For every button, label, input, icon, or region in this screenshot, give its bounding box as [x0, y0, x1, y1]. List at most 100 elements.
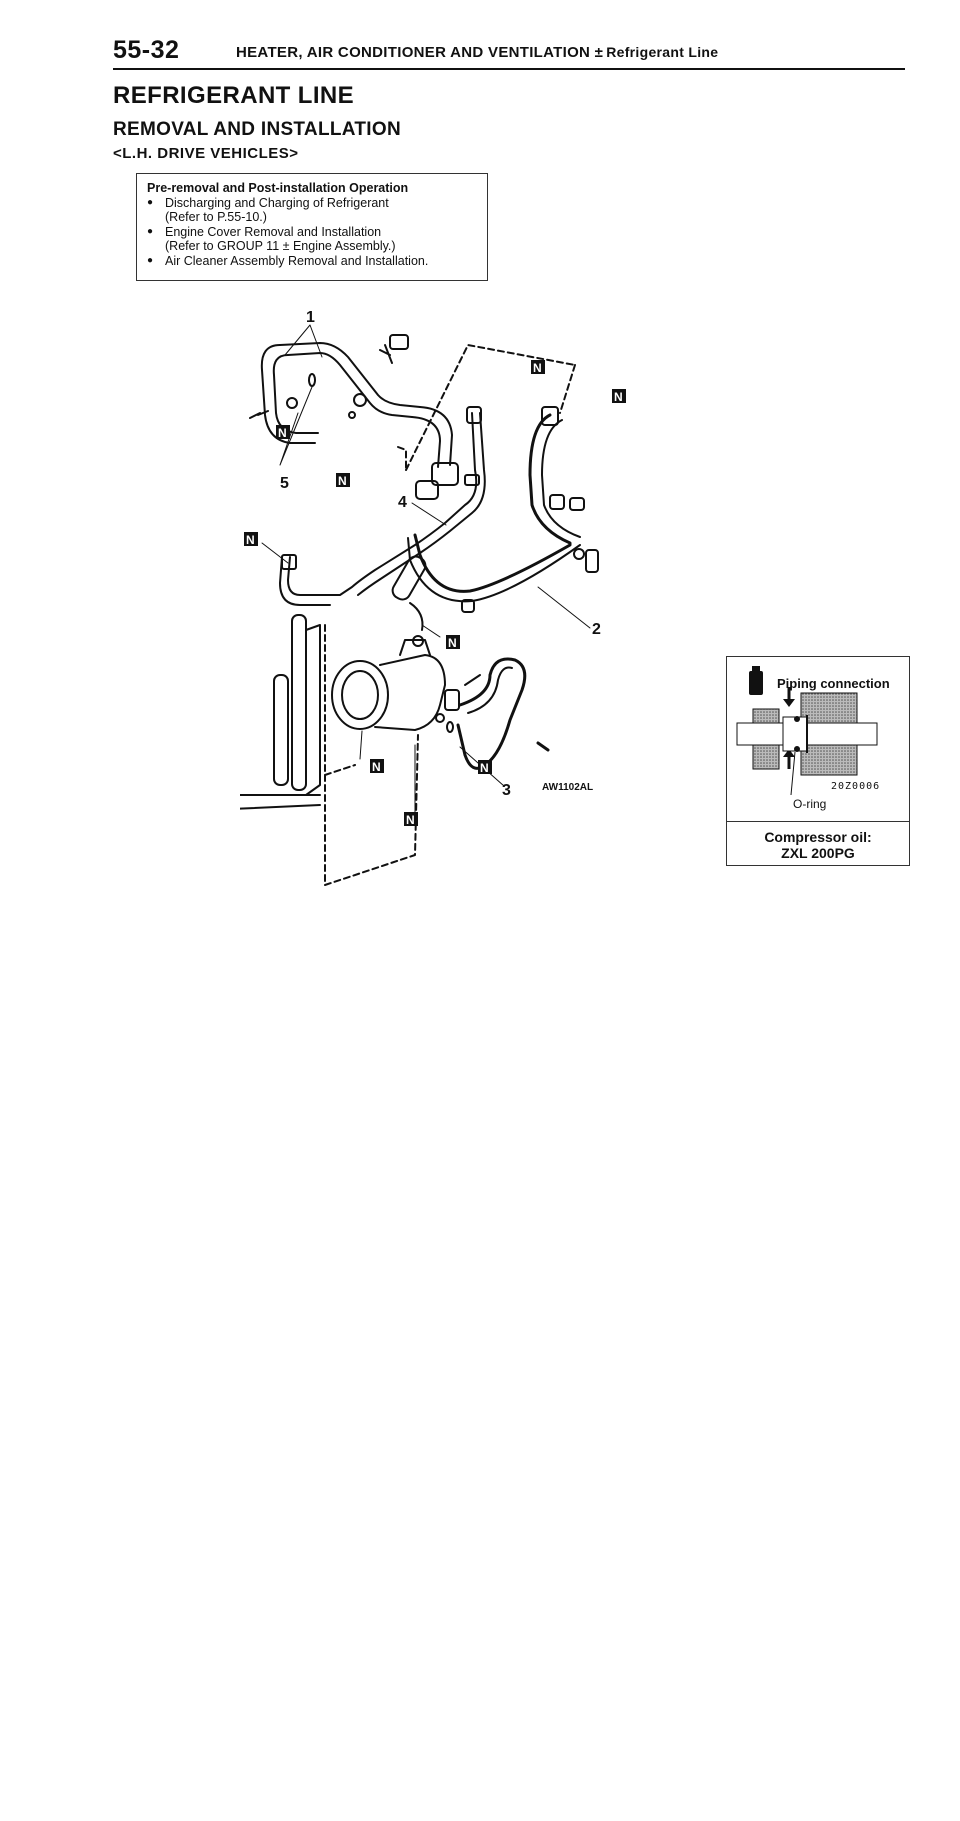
svg-text:N: N — [533, 361, 542, 375]
condenser-tank — [291, 614, 307, 791]
fitting — [353, 393, 367, 407]
compressor-oil-label: Compressor oil: — [764, 829, 872, 845]
pre-removal-item: Engine Cover Removal and Installation — [147, 225, 477, 240]
section-subtitle: REMOVAL AND INSTALLATION — [113, 119, 401, 140]
arrow-down-icon — [783, 699, 795, 707]
page-number: 55-32 — [113, 36, 180, 64]
oil-can-icon — [749, 666, 763, 695]
inset-divider — [727, 821, 909, 822]
part-label-5: 5 — [280, 475, 289, 492]
pipe-fitting — [281, 554, 297, 570]
condenser-base — [240, 794, 321, 810]
pipe-clamp — [464, 474, 480, 486]
n-marker: N — [478, 760, 492, 775]
compressor-face — [331, 660, 389, 730]
bolt-head — [461, 599, 475, 613]
n-marker: N — [370, 759, 384, 774]
pre-removal-item: Discharging and Charging of Refrigerant — [147, 196, 477, 211]
pipe-1-end-inner — [411, 416, 441, 468]
pipe-4 — [324, 412, 478, 596]
o-ring — [286, 397, 298, 409]
refrigerant-line-diagram: 1 5 4 2 3 AW1102AL N N N N N N N N N — [240, 309, 626, 886]
n-marker: N — [336, 473, 350, 488]
pipe-1-top-inner — [287, 352, 413, 418]
pre-removal-item: Air Cleaner Assembly Removal and Install… — [147, 254, 477, 269]
inset-code: 20Z0006 — [831, 781, 881, 792]
pipe-fitting — [541, 406, 559, 426]
piping-connection-inset: Piping connection 20Z0006 O-ring Compres… — [726, 656, 910, 866]
part-label-1: 1 — [306, 309, 315, 326]
bracket — [389, 334, 409, 350]
n-marker: N — [404, 812, 418, 827]
chapter-name: HEATER, AIR CONDITIONER AND VENTILATION — [236, 44, 591, 61]
svg-text:N: N — [480, 761, 489, 775]
compressor-top — [399, 639, 431, 656]
bolt — [464, 674, 481, 686]
n-marker: N — [276, 425, 290, 440]
svg-text:N: N — [372, 760, 381, 774]
svg-text:N: N — [278, 426, 287, 440]
bolt-head — [569, 497, 585, 511]
o-ring-label: O-ring — [793, 797, 827, 811]
condenser-tank — [273, 674, 289, 786]
leader-dashed — [397, 446, 407, 471]
inset-title: Piping connection — [777, 676, 890, 691]
condenser-frame — [305, 624, 321, 796]
svg-text:N: N — [338, 474, 347, 488]
piping-connection-diagram — [736, 666, 878, 796]
chapter-title: HEATER, AIR CONDITIONER AND VENTILATION … — [236, 44, 718, 61]
leader-line-n — [261, 542, 289, 564]
pipe-4-lower-inner — [279, 556, 331, 606]
part-label-3: 3 — [502, 782, 511, 799]
pipe-1-inner — [272, 354, 319, 434]
pipe-fitting — [549, 494, 565, 510]
part-label-2: 2 — [592, 621, 601, 638]
svg-text:N: N — [448, 636, 457, 650]
o-ring-section — [794, 746, 800, 752]
leader-line-4 — [411, 502, 447, 526]
leader-dashed — [324, 624, 356, 776]
pipe-2-inner — [407, 419, 581, 603]
leader-dashed — [559, 364, 576, 414]
pipe-1-end — [419, 406, 453, 466]
pipe-4-lower — [287, 556, 326, 596]
leader-dashed — [405, 344, 576, 471]
page-header: 55-32 HEATER, AIR CONDITIONER AND VENTIL… — [113, 36, 903, 70]
o-ring — [308, 373, 316, 387]
bolt — [249, 410, 269, 419]
o-ring — [446, 721, 454, 733]
pre-removal-box: Pre-removal and Post-installation Operat… — [136, 173, 488, 281]
pipe-2 — [413, 413, 572, 593]
svg-text:N: N — [406, 813, 415, 827]
o-ring — [435, 713, 445, 723]
pipe-3-inner — [467, 666, 513, 714]
n-marker: N — [531, 360, 545, 375]
header-rule — [113, 68, 905, 70]
leader-line-2 — [537, 586, 591, 629]
compressor-oil-note: Compressor oil: ZXL 200PG — [727, 829, 909, 861]
page-title: REFRIGERANT LINE — [113, 82, 355, 109]
svg-text:N: N — [246, 533, 255, 547]
pipe-fitting — [466, 406, 482, 424]
o-ring — [348, 411, 356, 419]
compressor-pulley — [341, 670, 379, 720]
pre-removal-title: Pre-removal and Post-installation Operat… — [147, 181, 409, 195]
bracket — [585, 549, 599, 573]
pipe-1-top — [279, 342, 421, 408]
arrow-up-icon — [783, 749, 795, 757]
pre-removal-item-cont: (Refer to GROUP 11 ± Engine Assembly.) — [165, 239, 396, 254]
pipe-2-lower — [409, 602, 424, 631]
compressor-body — [374, 654, 446, 731]
figure-code: AW1102AL — [542, 782, 593, 793]
section-name: Refrigerant Line — [606, 44, 719, 60]
pre-removal-item-cont: (Refer to P.55-10.) — [165, 210, 267, 225]
pipe-4-inner — [357, 412, 486, 596]
leader-line-n — [359, 730, 363, 760]
nut — [573, 548, 585, 560]
bolt — [536, 741, 550, 752]
o-ring-section — [794, 716, 800, 722]
pipe-1-outer — [260, 344, 316, 444]
leader-line-n — [421, 624, 441, 638]
compressor-port — [444, 689, 460, 711]
n-marker: N — [446, 635, 460, 650]
